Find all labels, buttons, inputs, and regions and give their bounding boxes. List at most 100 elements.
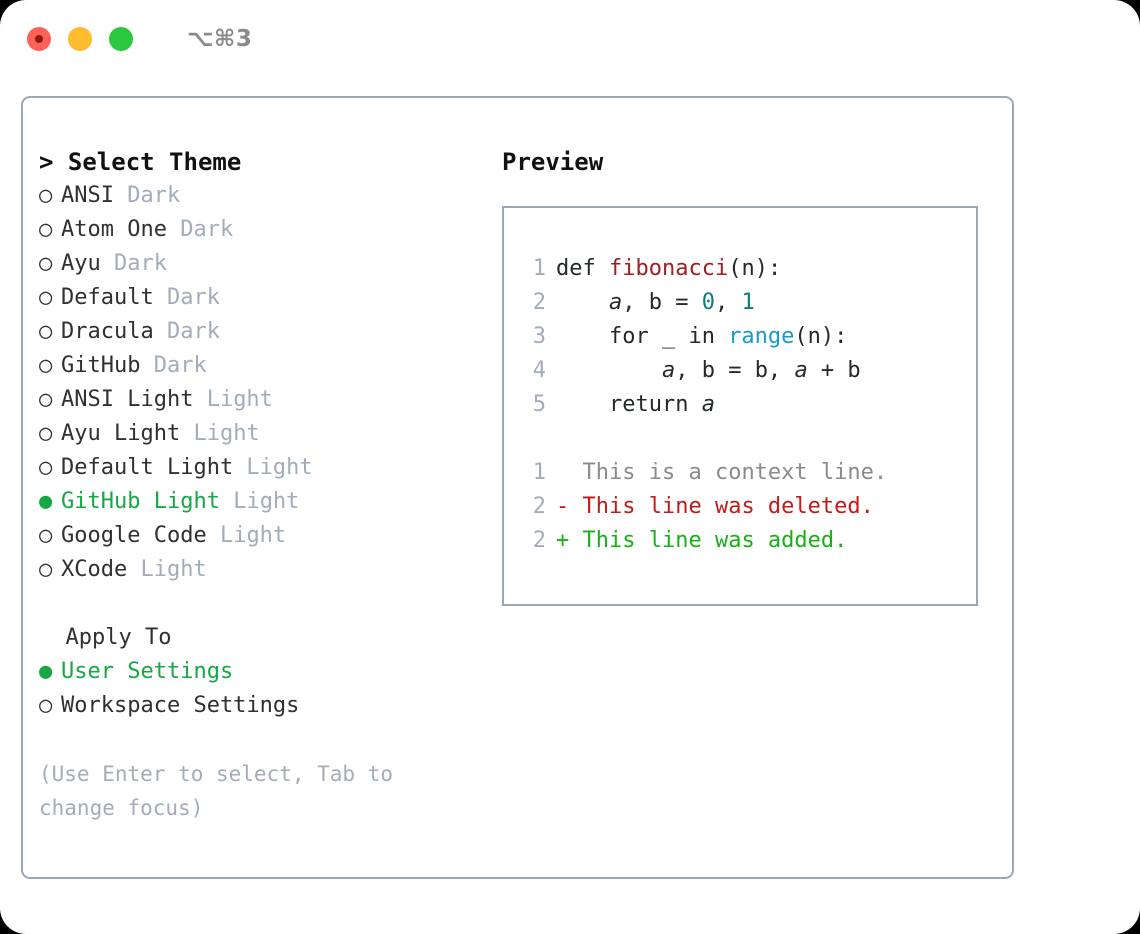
theme-variant-tag: Dark <box>153 319 220 344</box>
radio-unselected-icon: ○ <box>39 421 66 446</box>
theme-variant-tag: Light <box>206 523 287 548</box>
line-number: 2 <box>532 290 546 315</box>
line-number: 2 <box>532 528 546 553</box>
theme-variant-tag: Dark <box>153 285 220 310</box>
theme-option-ayu-light[interactable]: ○ Ayu Light Light <box>39 417 489 451</box>
theme-variant-tag: Dark <box>100 251 167 276</box>
apply-to-label: Apply To <box>39 625 172 650</box>
theme-option-ansi[interactable]: ○ ANSI Dark <box>39 179 489 213</box>
apply-to-option-workspace-settings[interactable]: ○ Workspace Settings <box>39 689 489 723</box>
diff-sample: 1 This is a context line. 2- This line wa… <box>524 456 976 558</box>
radio-unselected-icon: ○ <box>39 251 66 276</box>
apply-to-option-user-settings[interactable]: ● User Settings <box>39 655 489 689</box>
theme-option-atom-one[interactable]: ○ Atom One Dark <box>39 213 489 247</box>
code-token-num: 1 <box>741 290 755 315</box>
code-token-fn: fibonacci <box>608 256 729 281</box>
theme-name: ANSI Light <box>61 387 194 412</box>
radio-selected-icon: ● <box>39 489 66 514</box>
theme-option-default[interactable]: ○ Default Dark <box>39 281 489 315</box>
code-token-num: 0 <box>701 290 715 315</box>
theme-name: GitHub Light <box>61 489 220 514</box>
code-token-plain: , <box>714 290 742 315</box>
code-token-var: a <box>661 358 676 383</box>
code-token-plain: + b <box>807 358 861 383</box>
theme-variant-tag: Dark <box>113 183 181 208</box>
spacer <box>524 422 976 456</box>
code-token-var: a <box>608 290 623 315</box>
preview-header: Preview <box>502 148 604 176</box>
code-token-plain <box>556 358 662 383</box>
select-theme-title: Select Theme <box>67 148 242 176</box>
apply-to-list: ● User Settings○ Workspace Settings <box>39 655 489 723</box>
radio-unselected-icon: ○ <box>39 285 66 310</box>
content-panel: > Select Theme ○ ANSI Dark○ Atom One Dar… <box>21 96 1014 879</box>
theme-variant-tag: Light <box>219 489 300 514</box>
theme-name: Google Code <box>61 523 207 548</box>
code-line: 4 a, b = b, a + b <box>524 354 976 388</box>
minimize-button[interactable] <box>68 27 92 51</box>
theme-variant-tag: Light <box>193 387 273 412</box>
line-number: 4 <box>532 358 546 383</box>
select-theme-header: > Select Theme <box>39 145 489 179</box>
code-token-plain: , b = <box>622 290 702 315</box>
radio-unselected-icon: ○ <box>39 217 66 242</box>
keyboard-shortcut-label: ⌥⌘3 <box>187 26 253 52</box>
theme-list: ○ ANSI Dark○ Atom One Dark○ Ayu Dark○ De… <box>39 179 489 587</box>
code-token-plain: , b = b, <box>675 358 795 383</box>
diff-line-added: 2+ This line was added. <box>524 524 976 558</box>
theme-option-dracula[interactable]: ○ Dracula Dark <box>39 315 489 349</box>
theme-variant-tag: Light <box>233 455 313 480</box>
code-token-call: range <box>728 324 795 349</box>
theme-name: Dracula <box>61 319 154 344</box>
theme-name: Default <box>61 285 154 310</box>
code-line: 2 a, b = 0, 1 <box>524 286 976 320</box>
theme-variant-tag: Dark <box>166 217 234 242</box>
code-token-var: a <box>701 392 715 417</box>
radio-unselected-icon: ○ <box>39 455 66 480</box>
theme-name: Ayu <box>61 251 101 276</box>
line-number: 5 <box>532 392 546 417</box>
radio-unselected-icon: ○ <box>39 387 66 412</box>
diff-text: This is a context line. <box>582 460 888 485</box>
diff-marker-icon: + <box>556 528 583 553</box>
code-token-plain: return <box>556 392 702 417</box>
theme-option-ansi-light[interactable]: ○ ANSI Light Light <box>39 383 489 417</box>
apply-to-label-text: User Settings <box>61 659 234 684</box>
close-button[interactable] <box>27 27 51 51</box>
line-number: 2 <box>532 494 546 519</box>
theme-option-default-light[interactable]: ○ Default Light Light <box>39 451 489 485</box>
theme-name: Atom One <box>61 217 167 242</box>
radio-unselected-icon: ○ <box>39 557 66 582</box>
code-line: 5 return a <box>524 388 976 422</box>
title-bar: ⌥⌘3 <box>0 0 1140 78</box>
radio-unselected-icon: ○ <box>39 319 66 344</box>
line-number: 1 <box>532 460 546 485</box>
radio-unselected-icon: ○ <box>39 693 66 718</box>
keyboard-hint-text: (Use Enter to select, Tab to change focu… <box>39 762 394 820</box>
theme-option-github[interactable]: ○ GitHub Dark <box>39 349 489 383</box>
theme-option-google-code[interactable]: ○ Google Code Light <box>39 519 489 553</box>
diff-text: This line was deleted. <box>582 494 874 519</box>
code-token-plain: (n): <box>728 256 782 281</box>
theme-option-ayu[interactable]: ○ Ayu Dark <box>39 247 489 281</box>
traffic-lights <box>27 27 133 51</box>
theme-option-xcode[interactable]: ○ XCode Light <box>39 553 489 587</box>
apply-to-label-text: Workspace Settings <box>61 693 300 718</box>
zoom-button[interactable] <box>109 27 133 51</box>
theme-name: ANSI <box>61 183 114 208</box>
diff-line-context: 1 This is a context line. <box>524 456 976 490</box>
code-token-var: a <box>794 358 808 383</box>
line-number: 1 <box>532 256 546 281</box>
code-token-plain: for _ in <box>556 324 729 349</box>
theme-name: Default Light <box>61 455 234 480</box>
diff-marker-icon: - <box>556 494 583 519</box>
theme-option-github-light[interactable]: ● GitHub Light Light <box>39 485 489 519</box>
radio-unselected-icon: ○ <box>39 183 66 208</box>
code-token-plain: (n): <box>794 324 848 349</box>
theme-name: GitHub <box>61 353 141 378</box>
theme-name: Ayu Light <box>61 421 181 446</box>
